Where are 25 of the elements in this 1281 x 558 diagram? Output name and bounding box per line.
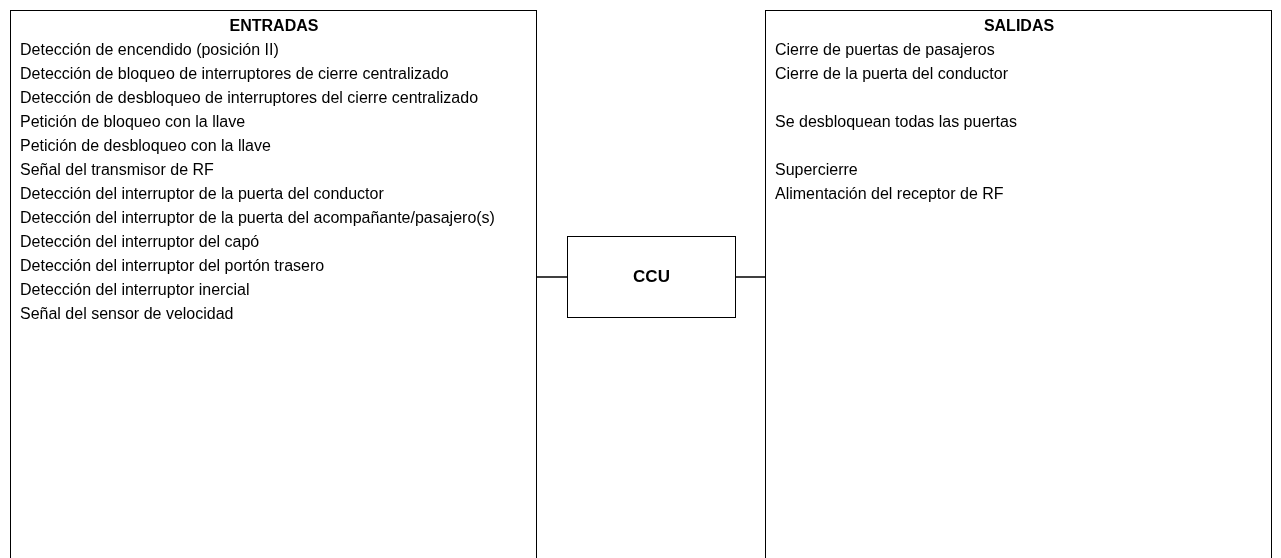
list-item: Señal del sensor de velocidad (20, 304, 235, 324)
panel-heading: SALIDAS (982, 16, 1056, 36)
list-item: Se desbloquean todas las puertas (775, 112, 1018, 132)
list-item: Detección del interruptor de la puerta del conductor (20, 184, 385, 204)
panel-heading: ENTRADAS (228, 16, 320, 36)
list-item: Detección de encendido (posición II) (20, 40, 280, 60)
list-panel (765, 10, 1272, 558)
list-item: Cierre de la puerta del conductor (775, 64, 1010, 84)
box-title: CCU (633, 266, 670, 289)
process-box (567, 236, 736, 318)
list-item: Señal del transmisor de RF (20, 160, 215, 180)
list-item: Detección del interruptor inercial (20, 280, 251, 300)
list-item: Detección del interruptor del portón trasero (20, 256, 326, 276)
list-item: Petición de bloqueo con la llave (20, 112, 247, 132)
list-item: Alimentación del receptor de RF (775, 184, 1005, 204)
connector-line (735, 276, 766, 278)
list-item: Detección del interruptor del capó (20, 232, 261, 252)
list-panel (10, 10, 537, 558)
list-item: Detección del interruptor de la puerta del acompañante/pasajero(s) (20, 208, 496, 228)
list-item: Petición de desbloqueo con la llave (20, 136, 272, 156)
connector-line (536, 276, 568, 278)
list-item: Cierre de puertas de pasajeros (775, 40, 996, 60)
list-item: Detección de desbloqueo de interruptores del cierre centralizado (20, 88, 480, 108)
list-item: Detección de bloqueo de interruptores de cierre centralizado (20, 64, 450, 84)
list-item: Supercierre (775, 160, 859, 180)
